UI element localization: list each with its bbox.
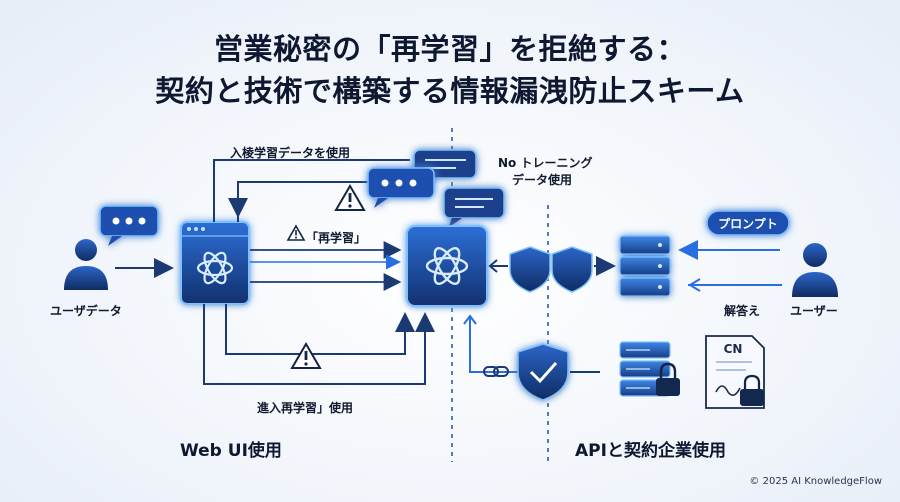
contract-padlock-icon [740,374,764,406]
center-ai-model-box [406,225,488,307]
web-ui-window [180,221,250,305]
ai-model-icon [196,251,234,285]
chat-bubble-icon-3 [443,187,505,228]
center-ai-model-icon [425,247,469,285]
warning-icon-top [334,184,366,211]
title-line-2: 契約と技術で構築する情報漏洩防止スキーム [155,74,745,108]
user-data-speech-bubble-icon [99,205,159,246]
warning-icon-middle [286,224,306,241]
bottom-loop-label: 進入再学習」使用 [257,401,354,415]
title-line-1: 営業秘密の「再学習」を拒絶する： [213,32,686,66]
user-person-icon [792,243,838,297]
middle-warning-label: 「再学習」 [306,231,367,245]
user-label: ユーザー [790,304,838,318]
no-training-label-line2: データ使用 [512,173,573,187]
bottom-loop-inner [225,304,415,355]
user-data-label: ユーザデータ [50,304,122,318]
top-loop-label: 入棱学習データを使用 [230,146,351,160]
top-loop-line [213,159,410,222]
shield-icon-2 [551,246,593,293]
section-api-enterprise: APIと契約企業使用 [575,441,726,461]
chat-bubble-icon-2 [367,167,435,208]
contract-badge: CN [724,342,743,356]
user-data-person-icon [64,239,108,290]
chain-link-icon [483,366,509,377]
padlock-icon [656,362,680,396]
api-chain-line [469,316,520,373]
server-stack-icon [619,235,671,297]
answer-label: 解答え [724,304,761,318]
prompt-label: プロンプト [718,216,778,231]
no-training-label-line1: No トレーニング [498,156,593,170]
prompt-pill [706,210,790,236]
section-web-ui: Web UI使用 [180,441,282,461]
copyright-footer: © 2025 AI KnowledgeFlow [749,476,882,487]
shield-icon-1 [509,246,551,293]
bottom-loop-outer [203,304,435,385]
security-shield-check-icon [517,343,569,401]
warning-icon-bottom [290,342,322,369]
